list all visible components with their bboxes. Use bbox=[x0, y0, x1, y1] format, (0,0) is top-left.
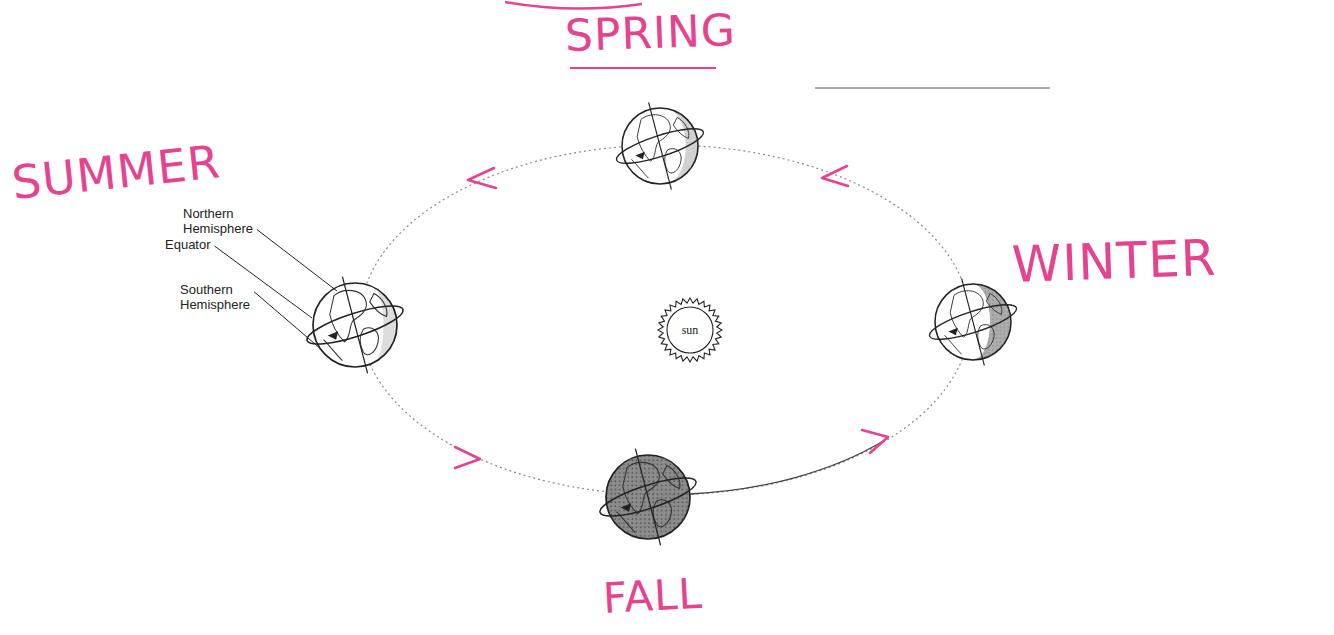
blank-line bbox=[815, 88, 1050, 89]
orbit-solid bbox=[690, 440, 885, 494]
leader-line bbox=[257, 230, 337, 291]
leader-line bbox=[254, 292, 322, 350]
earth-summer bbox=[303, 277, 406, 374]
sun-label: sun bbox=[682, 323, 699, 338]
season-label: SPRING bbox=[564, 8, 736, 58]
season-label: SUMMER bbox=[10, 138, 223, 206]
pink-underline bbox=[570, 67, 716, 69]
orbit bbox=[360, 145, 970, 495]
earth-winter bbox=[926, 278, 1019, 365]
hemisphere-label: Northern Hemisphere bbox=[183, 207, 269, 236]
earth-spring bbox=[613, 102, 706, 189]
title-underline-fragment bbox=[505, 2, 642, 9]
hemisphere-label: Southern Hemisphere bbox=[180, 283, 266, 312]
equator-label: Equator bbox=[165, 238, 211, 253]
sun-circle: sun bbox=[657, 297, 723, 363]
season-label: WINTER bbox=[1011, 233, 1217, 290]
earth-fall bbox=[596, 449, 699, 546]
season-label: FALL bbox=[602, 573, 704, 620]
direction-marks bbox=[455, 166, 888, 468]
